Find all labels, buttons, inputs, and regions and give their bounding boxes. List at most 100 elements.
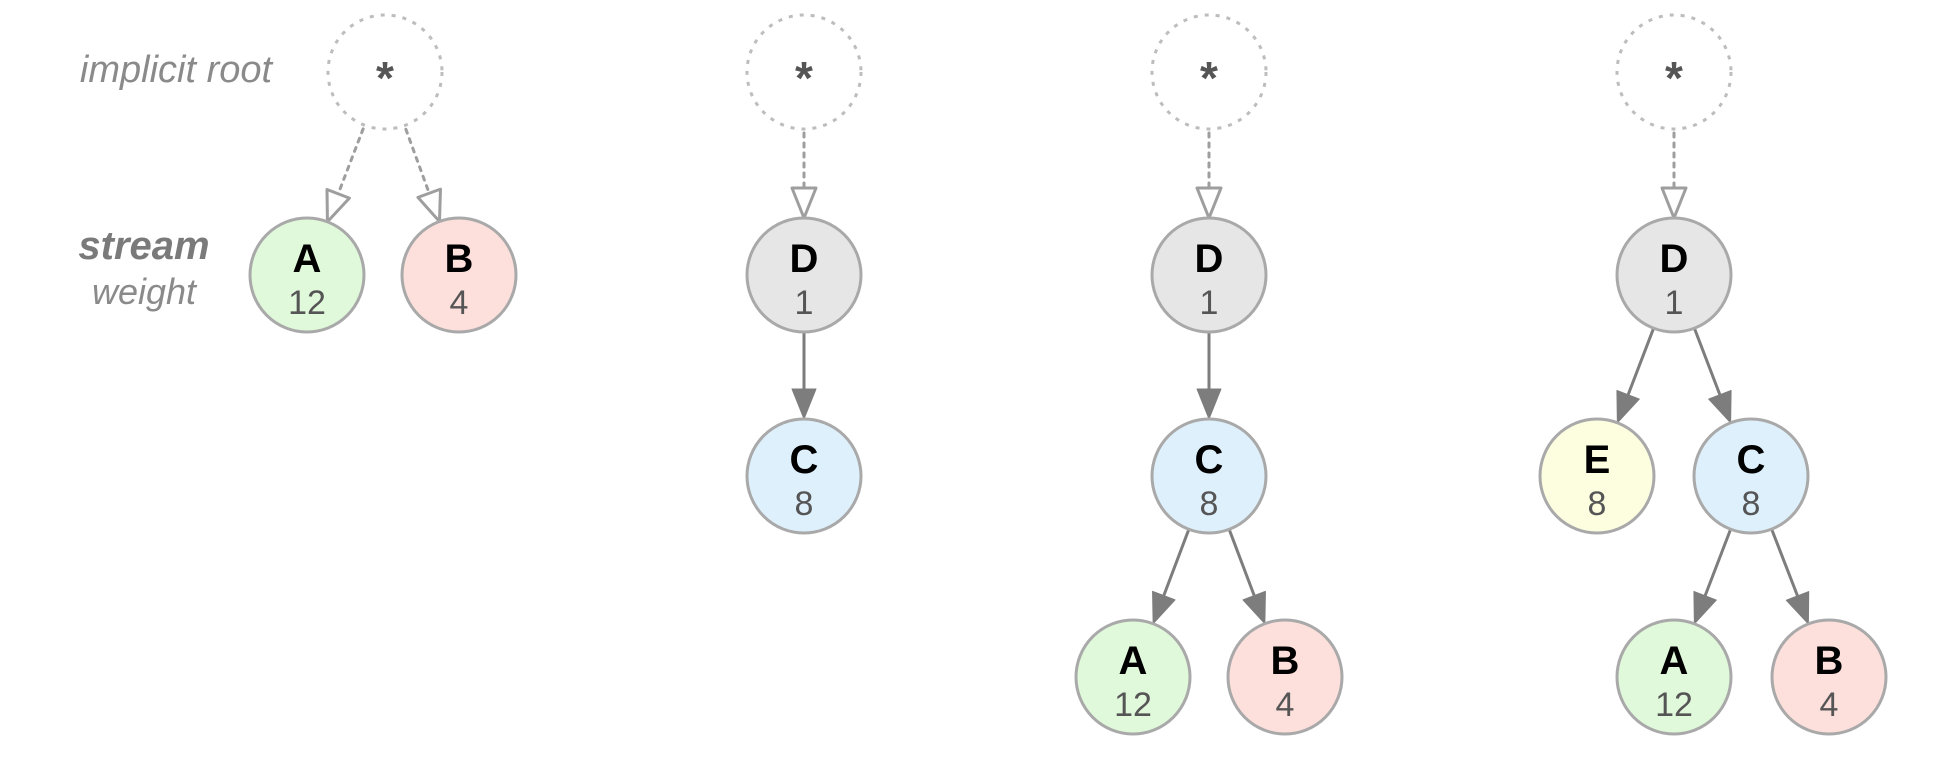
tree-2-stream-D: D1 xyxy=(745,216,863,334)
tree-1-root-edge-A-line xyxy=(336,127,365,196)
stream-node-circle xyxy=(248,216,366,334)
tree-4-root-edge-D xyxy=(1660,131,1688,220)
tree-4-stream-C: C8 xyxy=(1692,417,1810,535)
stream-id-label: E xyxy=(1584,438,1611,482)
stream-weight-label: 12 xyxy=(288,284,326,322)
implicit-root-symbol: * xyxy=(1200,52,1218,104)
tree-4-stream-D: D1 xyxy=(1615,216,1733,334)
stream-weight-label: 8 xyxy=(1200,485,1219,523)
tree-4-edge-D-C-arrowhead xyxy=(1708,389,1732,424)
tree-3-implicit-root: * xyxy=(1150,13,1268,131)
stream-node-circle xyxy=(1074,618,1192,736)
stream-weight-label: 12 xyxy=(1655,686,1693,724)
tree-2-stream-C: C8 xyxy=(745,417,863,535)
stream-id-label: C xyxy=(1737,438,1766,482)
stream-id-label: C xyxy=(790,438,819,482)
tree-2-edge-D-C xyxy=(791,330,817,420)
tree-4-edge-C-B-arrowhead xyxy=(1785,591,1810,625)
stream-weight-label: 4 xyxy=(1276,686,1295,724)
tree-1-stream-A: A12 xyxy=(248,216,366,334)
tree-3-stream-B: B4 xyxy=(1226,618,1344,736)
tree-4-stream-A: A12 xyxy=(1615,618,1733,736)
tree-2-root-edge-D xyxy=(790,131,818,220)
stream-weight-label: 8 xyxy=(795,485,814,523)
stream-id-label: B xyxy=(1815,639,1844,683)
stream-id-label: A xyxy=(1119,639,1148,683)
stream-id-label: D xyxy=(1195,237,1224,281)
legend-weight: weight xyxy=(92,271,198,312)
tree-4-edge-D-C xyxy=(1692,326,1732,424)
tree-3-edge-D-C xyxy=(1196,330,1222,420)
stream-id-label: A xyxy=(293,237,322,281)
implicit-root-circle xyxy=(745,13,863,131)
stream-node-circle xyxy=(1226,618,1344,736)
tree-4-edge-C-A-arrowhead xyxy=(1693,590,1717,625)
stream-node-circle xyxy=(1692,417,1810,535)
tree-1-root-edge-B xyxy=(404,127,442,223)
legend-stream: stream xyxy=(78,224,209,268)
stream-id-label: C xyxy=(1195,438,1224,482)
tree-4-stream-E: E8 xyxy=(1538,417,1656,535)
stream-weight-label: 1 xyxy=(1665,284,1684,322)
legend-implicit-root: implicit root xyxy=(80,49,274,91)
stream-node-circle xyxy=(400,216,518,334)
tree-3-edge-C-B xyxy=(1227,527,1266,625)
stream-node-circle xyxy=(1538,417,1656,535)
tree-1-root-edge-B-line xyxy=(404,127,431,195)
stream-weight-label: 1 xyxy=(1200,284,1219,322)
tree-3-stream-C: C8 xyxy=(1150,417,1268,535)
tree-3-edge-C-A-arrowhead xyxy=(1152,590,1176,625)
tree-1-implicit-root: * xyxy=(326,13,444,131)
edges-layer xyxy=(325,127,1810,625)
tree-4-edge-D-E xyxy=(1616,326,1656,424)
implicit-root-circle xyxy=(1615,13,1733,131)
stream-weight-label: 8 xyxy=(1742,485,1761,523)
tree-3-edge-D-C-arrowhead xyxy=(1196,388,1222,420)
tree-3-stream-D: D1 xyxy=(1150,216,1268,334)
stream-weight-label: 8 xyxy=(1588,485,1607,523)
tree-2-implicit-root: * xyxy=(745,13,863,131)
tree-3-root-edge-D xyxy=(1195,131,1223,220)
stream-id-label: B xyxy=(445,237,474,281)
tree-4-edge-C-B xyxy=(1770,527,1810,625)
tree-4-edge-D-E-arrowhead xyxy=(1616,389,1640,424)
stream-weight-label: 4 xyxy=(1820,686,1839,724)
implicit-root-symbol: * xyxy=(795,52,813,104)
stream-node-circle xyxy=(745,417,863,535)
tree-4-implicit-root: * xyxy=(1615,13,1733,131)
tree-1-root-edge-A-arrowhead xyxy=(325,187,351,224)
tree-1-root-edge-B-arrowhead xyxy=(416,187,442,223)
tree-3-stream-A: A12 xyxy=(1074,618,1192,736)
stream-node-circle xyxy=(1615,618,1733,736)
stream-node-circle xyxy=(1150,216,1268,334)
tree-3-root-edge-D-arrowhead xyxy=(1195,186,1223,220)
implicit-root-symbol: * xyxy=(1665,52,1683,104)
stream-node-circle xyxy=(1770,618,1888,736)
stream-weight-label: 1 xyxy=(795,284,814,322)
stream-id-label: A xyxy=(1660,639,1689,683)
tree-4-edge-C-A-line xyxy=(1703,527,1733,598)
implicit-root-circle xyxy=(326,13,444,131)
stream-node-circle xyxy=(1150,417,1268,535)
stream-weight-label: 12 xyxy=(1114,686,1152,724)
tree-4-edge-D-C-line xyxy=(1692,326,1722,397)
tree-4-root-edge-D-arrowhead xyxy=(1660,186,1688,220)
stream-node-circle xyxy=(1615,216,1733,334)
stream-id-label: B xyxy=(1271,639,1300,683)
implicit-root-symbol: * xyxy=(376,52,394,104)
tree-3-edge-C-B-arrowhead xyxy=(1242,590,1266,625)
stream-node-circle xyxy=(745,216,863,334)
stream-id-label: D xyxy=(790,237,819,281)
tree-4-edge-C-B-line xyxy=(1770,527,1800,598)
stream-weight-label: 4 xyxy=(450,284,469,322)
tree-4-edge-D-E-line xyxy=(1626,326,1656,397)
tree-1-root-edge-A xyxy=(325,127,365,224)
tree-4-stream-B: B4 xyxy=(1770,618,1888,736)
tree-3-edge-C-A xyxy=(1152,527,1191,625)
stream-id-label: D xyxy=(1660,237,1689,281)
tree-1-stream-B: B4 xyxy=(400,216,518,334)
tree-2-edge-D-C-arrowhead xyxy=(791,388,817,420)
implicit-root-circle xyxy=(1150,13,1268,131)
